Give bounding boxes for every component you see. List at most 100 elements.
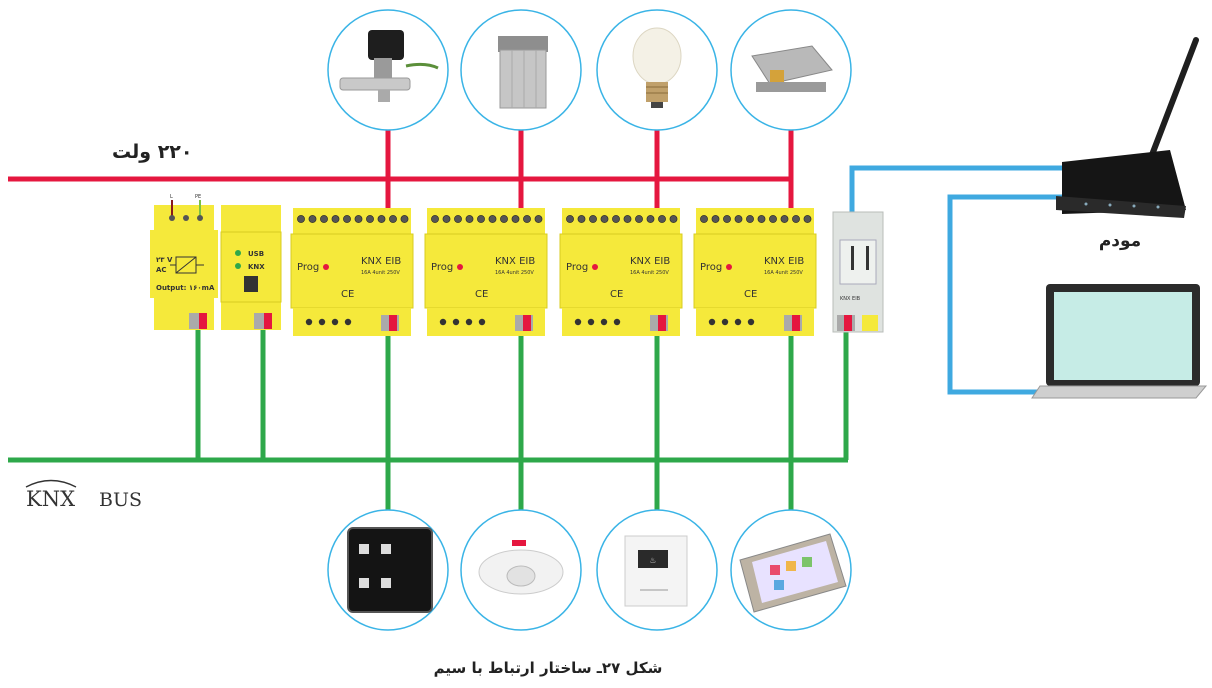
terminal-screw [734, 215, 743, 223]
terminal-screw [488, 215, 497, 223]
actuator-bus-terminal-red [523, 315, 531, 331]
output-led [747, 318, 755, 326]
psu-ac-label: AC [156, 266, 167, 274]
prog-led-icon [457, 264, 463, 270]
terminal-screw [534, 215, 543, 223]
laptop-base [1031, 385, 1208, 399]
terminal-screw [297, 215, 305, 223]
laptop-icon [1031, 284, 1208, 399]
actuator-body [693, 233, 817, 309]
actuator-body [559, 233, 683, 309]
network-lines [849, 165, 1062, 395]
output-led [721, 318, 729, 326]
terminal-screw [746, 215, 754, 223]
usb-bus-terminal-red [264, 313, 272, 329]
terminal-screw [500, 215, 508, 223]
modem-label: مودم [1099, 231, 1141, 251]
psu-body [150, 230, 218, 298]
modem-body [1062, 150, 1186, 214]
usb-interface-module: USB KNX [220, 205, 282, 330]
modem-to-laptop-line [947, 194, 1062, 395]
prog-led-icon [592, 264, 598, 270]
terminal-screw [577, 215, 586, 223]
psu-screw-2 [183, 215, 189, 221]
knx-brand: KNX EIB [630, 256, 670, 267]
terminal-screw [589, 215, 597, 223]
terminal-screw [612, 215, 620, 223]
terminal-screw [511, 215, 520, 223]
output-led [708, 318, 716, 326]
thermostat-icon: ♨ [624, 535, 688, 607]
terminal-screw [389, 215, 397, 223]
prog-label: Prog [700, 262, 722, 273]
usb-label: USB [248, 250, 264, 258]
modem-base [1056, 196, 1186, 218]
knx-bus-label: KNX BUS [25, 479, 142, 511]
terminal-screw [635, 215, 643, 223]
terminal-screw [320, 215, 328, 223]
modem-icon [1056, 37, 1199, 218]
output-led [734, 318, 742, 326]
figure-caption: شکل ۲۷ـ ساختار ارتباط با سیم [434, 659, 663, 677]
bus-text: BUS [99, 489, 142, 511]
output-led [465, 318, 473, 326]
terminal-screw [431, 215, 439, 223]
ce-mark: CE [341, 289, 354, 300]
actuator-specs: 16A 4unit 250V [764, 270, 803, 276]
prog-led-icon [726, 264, 732, 270]
psu-screw-1 [169, 215, 175, 221]
actuator-bus-terminal-red [389, 315, 397, 331]
terminal-screw [442, 215, 451, 223]
psu-output: Output: ۱۶۰mA [156, 284, 215, 292]
presence-sensor-icon [478, 540, 564, 595]
router-port-1 [851, 246, 854, 270]
prog-label: Prog [566, 262, 588, 273]
prog-label: Prog [431, 262, 453, 273]
psu-terminal-l: L [170, 194, 173, 200]
output-led [331, 318, 339, 326]
output-led [587, 318, 595, 326]
knx-logo-text: KNX [26, 487, 75, 511]
psu-ac-value: ۲۳ V [156, 256, 173, 264]
router-terminal-red [844, 315, 852, 331]
terminal-screw [366, 215, 374, 223]
terminal-screw [308, 215, 317, 223]
knx-logo-arc-icon [25, 479, 77, 488]
terminal-screw [600, 215, 609, 223]
actuator-specs: 16A 4unit 250V [495, 270, 534, 276]
curtain-motor-icon [498, 36, 548, 109]
laptop-screen [1054, 292, 1192, 380]
terminal-screw [711, 215, 720, 223]
terminal-screw [566, 215, 574, 223]
terminal-screw [377, 215, 386, 223]
terminal-screw [400, 215, 409, 223]
bus-lines [8, 330, 849, 520]
terminal-screw [792, 215, 800, 223]
terminal-screw [769, 215, 777, 223]
antenna-icon [1147, 37, 1199, 163]
usb-port-icon [244, 276, 258, 292]
usb-knx-label: KNX [248, 263, 265, 271]
terminal-screw [331, 215, 340, 223]
actuator-specs: 16A 4unit 250V [361, 270, 400, 276]
terminal-screw [803, 215, 812, 223]
output-led [452, 318, 460, 326]
terminal-screw [465, 215, 474, 223]
light-bulb-icon [632, 27, 682, 108]
terminal-screw [623, 215, 632, 223]
output-led [305, 318, 313, 326]
touch-switch-icon [347, 527, 433, 613]
psu-bus-terminal-red [199, 313, 207, 329]
terminal-screw [646, 215, 655, 223]
terminal-screw [477, 215, 485, 223]
gas-valve-icon [339, 30, 439, 102]
psu-screw-3 [197, 215, 203, 221]
terminal-screw [658, 215, 666, 223]
router-brand: KNX EIB [840, 296, 861, 302]
